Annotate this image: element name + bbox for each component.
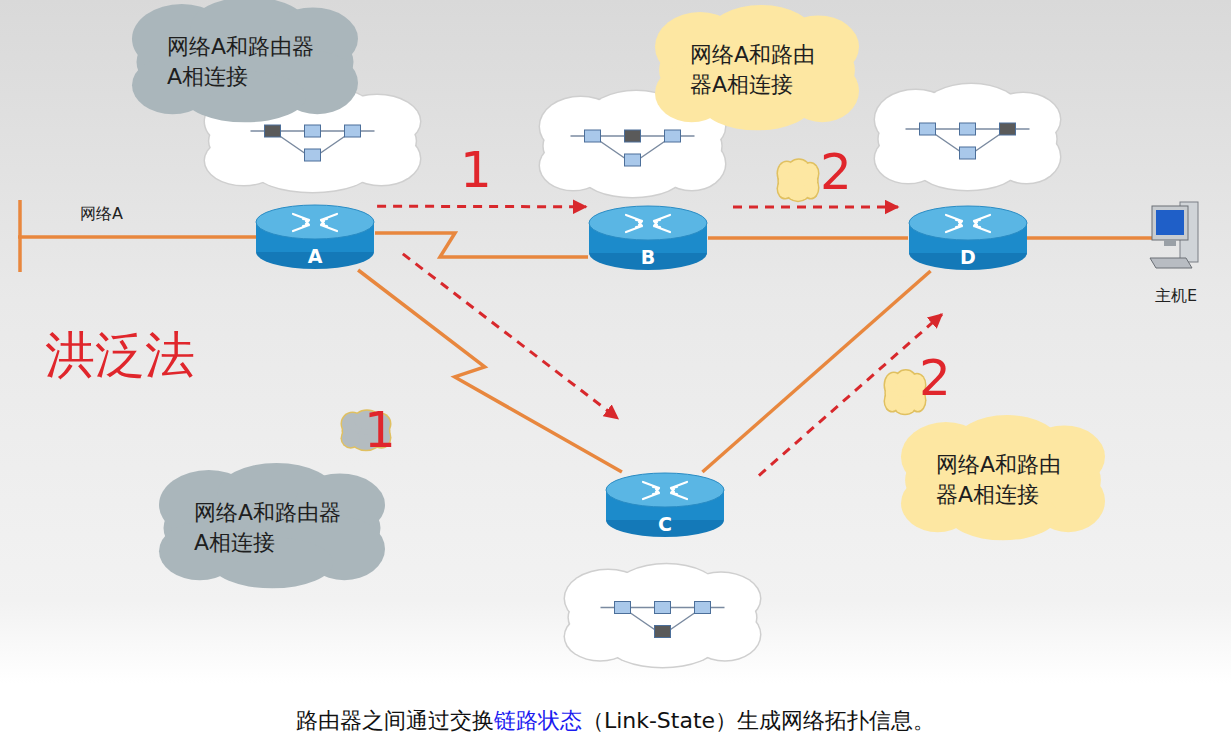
- network-name: 网络A: [80, 204, 123, 225]
- topology-cloud: [874, 83, 1062, 192]
- link-line: [358, 270, 622, 472]
- method-title: 洪泛法: [45, 322, 195, 389]
- topology-icon: [251, 125, 375, 161]
- router: B: [588, 205, 708, 271]
- cloud-fill: [540, 141, 607, 190]
- host-name: 主机E: [1155, 286, 1197, 307]
- flood-arrow: [403, 254, 618, 419]
- flood-arrow: [377, 205, 586, 209]
- cloud-fill: [565, 613, 635, 661]
- cloud-text: 网络A和路由器A相连接: [655, 12, 859, 128]
- topology-icon: [571, 130, 695, 166]
- cloud-text: 网络A和路由器A相连接: [132, 4, 358, 120]
- topology-cloud: [564, 563, 762, 669]
- link-line: [708, 236, 908, 240]
- host-computer: [1150, 202, 1198, 268]
- step-number: 2: [919, 351, 951, 405]
- message-cloud: 网络A和路由器A相连接: [159, 470, 385, 586]
- cloud-fill: [885, 391, 899, 411]
- link-line: [702, 271, 930, 472]
- step-number: 1: [460, 143, 492, 197]
- step-number: 2: [820, 145, 852, 199]
- router: D: [908, 205, 1028, 271]
- cloud-fill: [875, 134, 942, 183]
- caption-part: 路由器之间通过交换: [296, 708, 494, 733]
- cloud-text: 网络A和路由器A相连接: [901, 422, 1105, 538]
- step-number: 1: [364, 403, 396, 457]
- router-name: A: [255, 246, 375, 266]
- cloud-shape: [901, 422, 1105, 538]
- router: C: [605, 472, 725, 538]
- cloud-fill: [342, 429, 359, 447]
- cloud-shape: [655, 12, 859, 128]
- router-name: D: [908, 247, 1028, 267]
- topology-icon: [906, 123, 1030, 159]
- caption: 路由器之间通过交换链路状态（Link-State）生成网络拓扑信息。: [0, 706, 1231, 736]
- router-name: B: [588, 247, 708, 267]
- link-line: [375, 233, 588, 257]
- network-a-bus-end: [18, 200, 22, 272]
- message-cloud: 网络A和路由器A相连接: [132, 4, 358, 120]
- flood-arrow: [733, 206, 898, 209]
- cloud-fill: [205, 136, 282, 185]
- caption-part: （Link-State）生成网络拓扑信息。: [582, 708, 935, 733]
- router-name: C: [605, 514, 725, 534]
- topology-icon: [601, 602, 725, 638]
- cloud-fill: [778, 179, 792, 198]
- message-cloud: 网络A和路由器A相连接: [901, 422, 1105, 538]
- cloud-shape: [132, 4, 358, 120]
- message-cloud: 网络A和路由器A相连接: [655, 12, 859, 128]
- cloud-shape: [159, 470, 385, 586]
- caption-part: 链路状态: [494, 708, 582, 733]
- router: A: [255, 204, 375, 270]
- message-puff: [777, 158, 820, 202]
- cloud-text: 网络A和路由器A相连接: [159, 470, 385, 586]
